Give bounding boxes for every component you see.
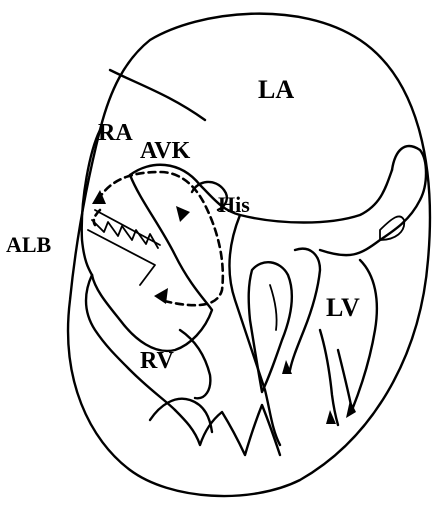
label-la: LA (258, 75, 294, 104)
heart-outline (68, 14, 430, 496)
label-his: His (218, 192, 250, 217)
apex-trabeculae (175, 405, 280, 455)
reentry-circuit-up (94, 210, 100, 225)
lv-papillary-center (290, 249, 320, 370)
lv-upper-wall (320, 146, 426, 255)
arrow-left-icon (154, 288, 168, 304)
rv-papillary (180, 330, 210, 398)
label-avk: AVK (140, 138, 191, 164)
septal-crest (130, 165, 392, 223)
label-lv: LV (326, 293, 360, 322)
label-rv: RV (140, 348, 174, 374)
label-alb: ALB (6, 232, 52, 257)
lv-chordae-left (270, 285, 277, 330)
arrow-up-icon (92, 190, 106, 204)
ventricular-septum (230, 215, 280, 445)
accessory-pathway-zigzag (92, 220, 158, 248)
accessory-pathway-border-bottom (88, 230, 155, 285)
lv-trabecula-right (338, 260, 377, 410)
arrow-right-icon (176, 206, 190, 222)
reentry-circuit-path (98, 172, 223, 305)
lv-trabecula-mid (320, 330, 338, 425)
atrial-septum (110, 70, 205, 120)
label-ra: RA (98, 120, 133, 146)
